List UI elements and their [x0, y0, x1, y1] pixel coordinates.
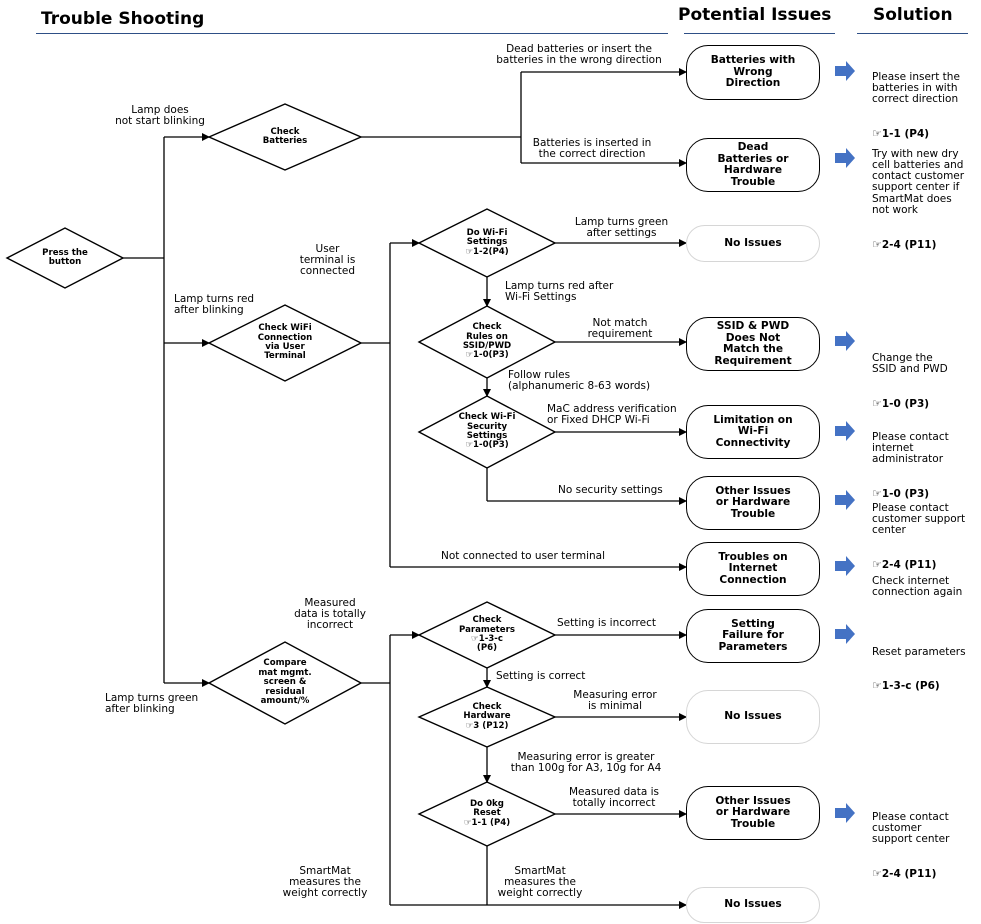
issue-batteries-wrong-direction: Batteries with Wrong Direction: [686, 45, 820, 100]
pointing-hand-icon: ☞: [872, 127, 882, 141]
solution-new-batteries: Try with new dry cell batteries and cont…: [872, 126, 964, 263]
issue-setting-failure: Setting Failure for Parameters: [686, 609, 820, 663]
edge-label-lamp-green: Lamp turns green after blinking: [105, 692, 199, 715]
right-arrow-icon: [835, 61, 855, 81]
right-arrow-icon: [835, 490, 855, 510]
solution-reference: ☞1-0 (P3): [872, 396, 930, 410]
edge-label-measuring-greater: Measuring error is greater than 100g for…: [510, 751, 662, 774]
connector-lines: [123, 68, 687, 909]
edge-label-user-connected: User terminal is connected: [299, 243, 356, 277]
solution-text: Please contact internet administrator: [872, 430, 949, 466]
solution-text: Reset parameters: [872, 645, 966, 658]
solution-change-ssid: Change the SSID and PWD ☞1-0 (P3): [872, 330, 948, 421]
solution-check-internet: Check internet connection again: [872, 553, 962, 609]
solution-text: Try with new dry cell batteries and cont…: [872, 147, 965, 217]
solution-reference: ☞2-4 (P11): [872, 867, 937, 881]
issue-dead-batteries: Dead Batteries or Hardware Trouble: [686, 138, 820, 192]
right-arrow-icon: [835, 421, 855, 441]
edge-label-not-match: Not match requirement: [587, 317, 653, 340]
solution-contact-support: Please contact customer support center ☞…: [872, 480, 965, 583]
edge-label-measured-incorrect-right: Measured data is totally incorrect: [568, 786, 659, 809]
issue-ssid-pwd: SSID & PWD Does Not Match the Requiremen…: [686, 317, 820, 371]
edge-label-inserted-correct: Batteries is inserted in the correct dir…: [532, 137, 652, 160]
edge-label-smartmat-left: SmartMat measures the weight correctly: [282, 865, 368, 899]
header-underline-left: [36, 33, 668, 34]
solution-reference: ☞1-0 (P3): [872, 487, 930, 501]
issue-limitation-wifi: Limitation on Wi-Fi Connectivity: [686, 405, 820, 459]
edge-label-measuring-minimal: Measuring error is minimal: [573, 689, 657, 712]
solution-text: Check internet connection again: [872, 574, 963, 598]
right-arrow-icon: [835, 148, 855, 168]
right-arrow-icon: [835, 331, 855, 351]
decision-check-parameters: Check Parameters ☞1-3-c (P6): [459, 615, 515, 654]
right-arrow-icon: [835, 803, 855, 823]
edge-label-setting-incorrect: Setting is incorrect: [557, 617, 656, 629]
issue-other-hardware-reset: Other Issues or Hardware Trouble: [686, 786, 820, 840]
edge-label-green-after-settings: Lamp turns green after settings: [574, 216, 669, 239]
edge-label-red-after-settings: Lamp turns red after Wi-Fi Settings: [505, 280, 614, 303]
decision-compare: Compare mat mgmt. screen & residual amou…: [258, 658, 312, 707]
solution-insert-batteries: Please insert the batteries in with corr…: [872, 49, 960, 152]
edge-label-lamp-red: Lamp turns red after blinking: [174, 293, 255, 316]
solution-reference: ☞1-1 (P4): [872, 127, 930, 141]
decision-check-wifi: Check WiFi Connection via User Terminal: [257, 323, 313, 362]
edge-label-no-security: No security settings: [558, 484, 663, 496]
decision-do-0kg-reset: Do 0kg Reset ☞1-1 (P4): [463, 798, 511, 828]
diamonds: [5, 103, 557, 847]
decision-check-rules: Check Rules on SSID/PWD ☞1-0(P3): [462, 322, 512, 361]
edge-label-dead-or-wrong: Dead batteries or insert the batteries i…: [496, 43, 662, 66]
solution-reference: ☞1-3-c (P6): [872, 679, 940, 693]
edge-label-lamp-not-blinking: Lamp does not start blinking: [115, 104, 205, 127]
edge-label-smartmat-right: SmartMat measures the weight correctly: [497, 865, 583, 899]
issue-no-issues-hardware: No Issues: [686, 690, 820, 744]
pointing-hand-icon: ☞: [872, 558, 882, 572]
solution-reset-parameters: Reset parameters ☞1-3-c (P6): [872, 624, 966, 704]
solution-text: Please contact customer support center: [872, 501, 966, 537]
header-trouble-shooting: Trouble Shooting: [41, 9, 205, 29]
decision-check-security: Check Wi-Fi Security Settings ☞1-0(P3): [458, 412, 516, 451]
decision-check-batteries: Check Batteries: [262, 126, 308, 146]
issue-other-hardware-wifi: Other Issues or Hardware Trouble: [686, 476, 820, 530]
header-potential-issues: Potential Issues: [678, 5, 832, 25]
header-underline-right: [857, 33, 968, 34]
solution-contact-admin: Please contact internet administrator ☞1…: [872, 409, 949, 512]
right-arrow-icon: [835, 556, 855, 576]
decision-press-button: Press the button: [42, 247, 88, 267]
header-solution: Solution: [873, 5, 953, 25]
solution-text: Change the SSID and PWD: [872, 351, 948, 375]
decision-check-hardware: Check Hardware ☞3 (P12): [463, 701, 511, 731]
issue-no-issues-final: No Issues: [686, 887, 820, 923]
right-arrow-icon: [835, 624, 855, 644]
edge-label-follow-rules: Follow rules (alphanumeric 8-63 words): [508, 369, 651, 392]
solution-text: Please insert the batteries in with corr…: [872, 70, 960, 106]
solution-reference: ☞2-4 (P11): [872, 558, 937, 572]
solution-arrows: [835, 61, 855, 823]
pointing-hand-icon: ☞: [872, 487, 882, 501]
solution-contact-support-reset: Please contact customer support center ☞…: [872, 789, 949, 892]
edge-label-setting-correct: Setting is correct: [496, 670, 586, 682]
solution-text: Please contact customer support center: [872, 810, 950, 846]
pointing-hand-icon: ☞: [872, 867, 882, 881]
pointing-hand-icon: ☞: [872, 679, 882, 693]
pointing-hand-icon: ☞: [872, 237, 882, 251]
header-underline-middle: [684, 33, 835, 34]
pointing-hand-icon: ☞: [872, 396, 882, 410]
issue-internet-connection: Troubles on Internet Connection: [686, 542, 820, 596]
issue-no-issues-wifi: No Issues: [686, 225, 820, 262]
decision-do-wifi: Do Wi-Fi Settings ☞1-2(P4): [465, 227, 509, 257]
edge-label-mac-verification: MaC address verification or Fixed DHCP W…: [547, 403, 677, 426]
edge-label-not-connected: Not connected to user terminal: [441, 550, 606, 562]
solution-reference: ☞2-4 (P11): [872, 237, 937, 251]
edge-label-measured-incorrect-left: Measured data is totally incorrect: [294, 597, 366, 631]
